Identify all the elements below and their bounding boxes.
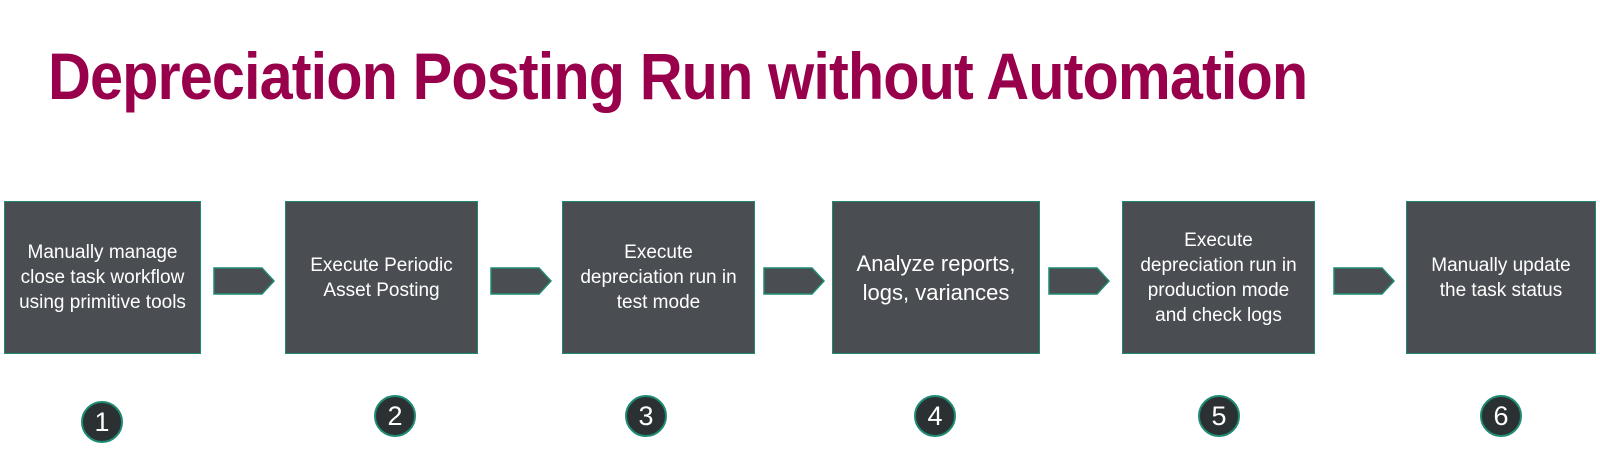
step-1-box: Manually manage close task workflow usin… (4, 201, 201, 354)
connector-arrow-4 (1048, 267, 1110, 295)
step-5-box: Execute depreciation run in production m… (1122, 201, 1315, 354)
connector-arrow-5 (1333, 267, 1395, 295)
step-5-number-badge: 5 (1198, 395, 1240, 437)
step-2-box: Execute Periodic Asset Posting (285, 201, 478, 354)
step-2-number-badge: 2 (374, 395, 416, 437)
step-3-label: Execute depreciation run in test mode (580, 242, 737, 313)
step-5-label: Execute depreciation run in production m… (1140, 229, 1297, 326)
connector-arrow-2 (490, 267, 552, 295)
step-2-label: Execute Periodic Asset Posting (310, 254, 453, 301)
step-4-number-badge: 4 (914, 395, 956, 437)
step-4-box: Analyze reports, logs, variances (832, 201, 1040, 354)
step-6-label: Manually update the task status (1431, 254, 1571, 301)
step-3-number-badge: 3 (625, 395, 667, 437)
step-6-box: Manually update the task status (1406, 201, 1596, 354)
connector-arrow-1 (213, 267, 275, 295)
step-1-number-badge: 1 (81, 401, 123, 443)
step-4-label: Analyze reports, logs, variances (856, 250, 1016, 305)
step-3-box: Execute depreciation run in test mode (562, 201, 755, 354)
step-6-number-badge: 6 (1480, 395, 1522, 437)
step-1-label: Manually manage close task workflow usin… (19, 242, 186, 313)
connector-arrow-3 (763, 267, 825, 295)
page-title: Depreciation Posting Run without Automat… (48, 39, 1308, 113)
